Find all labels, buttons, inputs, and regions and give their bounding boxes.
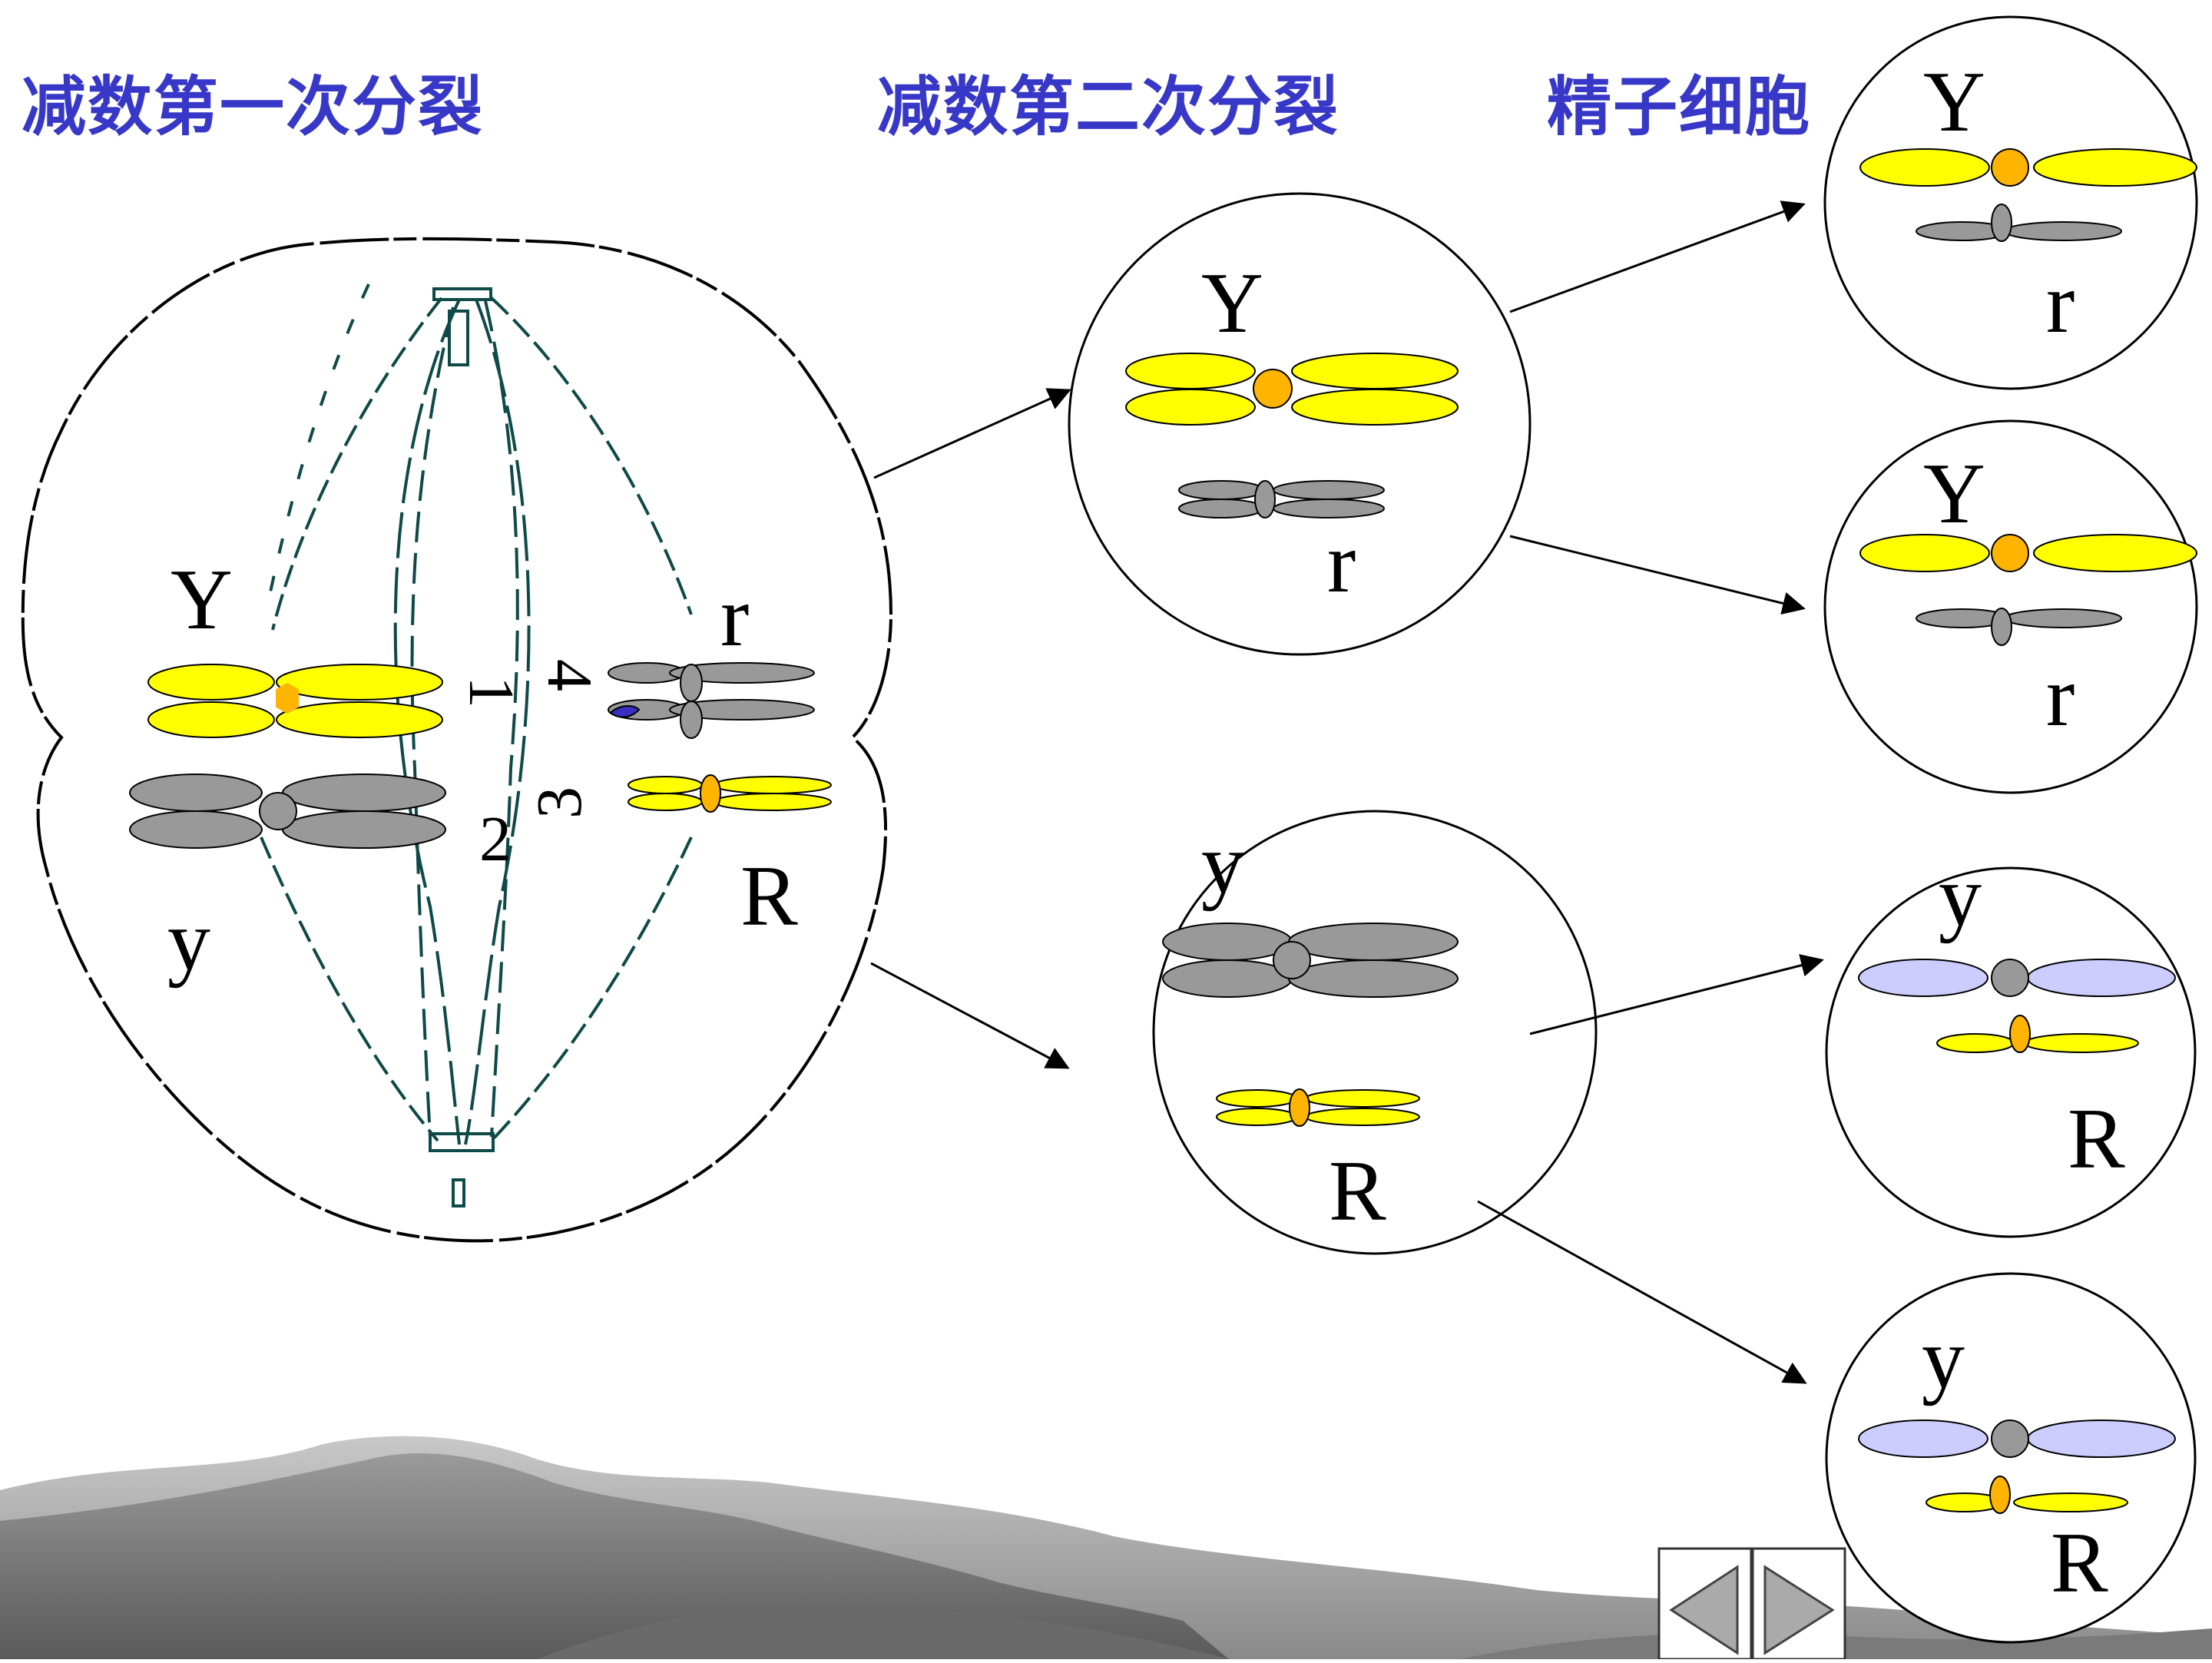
centriole-top bbox=[448, 310, 469, 366]
spermatid-yR-2: y R bbox=[1825, 1272, 2197, 1644]
header-meiosis-1: 减数第一次分裂 bbox=[22, 69, 485, 144]
triangle-left-icon bbox=[1669, 1565, 1739, 1655]
triangle-right-icon bbox=[1763, 1565, 1835, 1655]
arrow-to-spermatid-1 bbox=[1509, 200, 1806, 313]
arrow-to-spermatid-3 bbox=[1529, 954, 1824, 1035]
label-r-spermatid-2: r bbox=[2046, 649, 2075, 744]
slide-navigation bbox=[1657, 1547, 1846, 1661]
arrow-to-secondary-bottom bbox=[870, 962, 1070, 1069]
spermatid-Yr-1: Y r bbox=[1823, 15, 2198, 390]
next-slide-button[interactable] bbox=[1751, 1547, 1846, 1661]
label-R-spermatid-3: R bbox=[2068, 1092, 2125, 1187]
chromosome-y-bivalent bbox=[129, 774, 446, 849]
spermatid-Yr-2: Y r bbox=[1823, 419, 2198, 794]
label-y-spermatid-4: y bbox=[1922, 1311, 1965, 1406]
chromosome-r-bivalent bbox=[608, 662, 815, 739]
header-spermatids: 精子细胞 bbox=[1547, 69, 1812, 144]
label-R-secondary: R bbox=[1329, 1144, 1386, 1239]
chromatid-number-1: 1 bbox=[455, 676, 527, 708]
spindle-fibers bbox=[260, 283, 693, 1207]
label-y-left: y bbox=[167, 893, 210, 989]
label-Y-left: Y bbox=[171, 552, 233, 648]
label-y-secondary: y bbox=[1201, 817, 1244, 912]
prev-slide-button[interactable] bbox=[1657, 1547, 1753, 1661]
chromosome-Y-bivalent bbox=[147, 664, 443, 738]
centriole-bottom bbox=[452, 1178, 465, 1207]
chromatid-number-2: 2 bbox=[479, 803, 512, 875]
centrosome-top bbox=[432, 287, 492, 301]
label-r-secondary: r bbox=[1327, 515, 1356, 611]
header-meiosis-2: 减数第二次分裂 bbox=[877, 69, 1340, 144]
label-y-spermatid-3: y bbox=[1939, 849, 1982, 944]
secondary-spermatocyte-bottom: y R bbox=[1152, 810, 1598, 1255]
primary-spermatocyte-cell bbox=[21, 237, 893, 1243]
chromosome-R-bivalent bbox=[628, 774, 832, 813]
label-Y-spermatid-2: Y bbox=[1923, 446, 1985, 542]
label-Y-spermatid-1: Y bbox=[1923, 55, 1985, 150]
label-R-spermatid-4: R bbox=[2051, 1516, 2108, 1611]
arrow-to-spermatid-4 bbox=[1477, 1200, 1807, 1384]
label-r-spermatid-1: r bbox=[2046, 256, 2075, 351]
chromatid-number-4: 4 bbox=[534, 659, 605, 691]
label-Y-secondary: Y bbox=[1201, 256, 1263, 351]
secondary-spermatocyte-top: Y r bbox=[1068, 192, 1532, 656]
label-R-right: R bbox=[740, 849, 798, 944]
arrow-to-spermatid-2 bbox=[1509, 535, 1806, 615]
centrosome-bottom bbox=[429, 1132, 495, 1152]
spermatid-yR-1: y R bbox=[1825, 849, 2197, 1238]
label-r-right: r bbox=[720, 569, 749, 664]
chromatid-number-3: 3 bbox=[524, 787, 595, 819]
arrow-to-secondary-top bbox=[873, 388, 1071, 479]
